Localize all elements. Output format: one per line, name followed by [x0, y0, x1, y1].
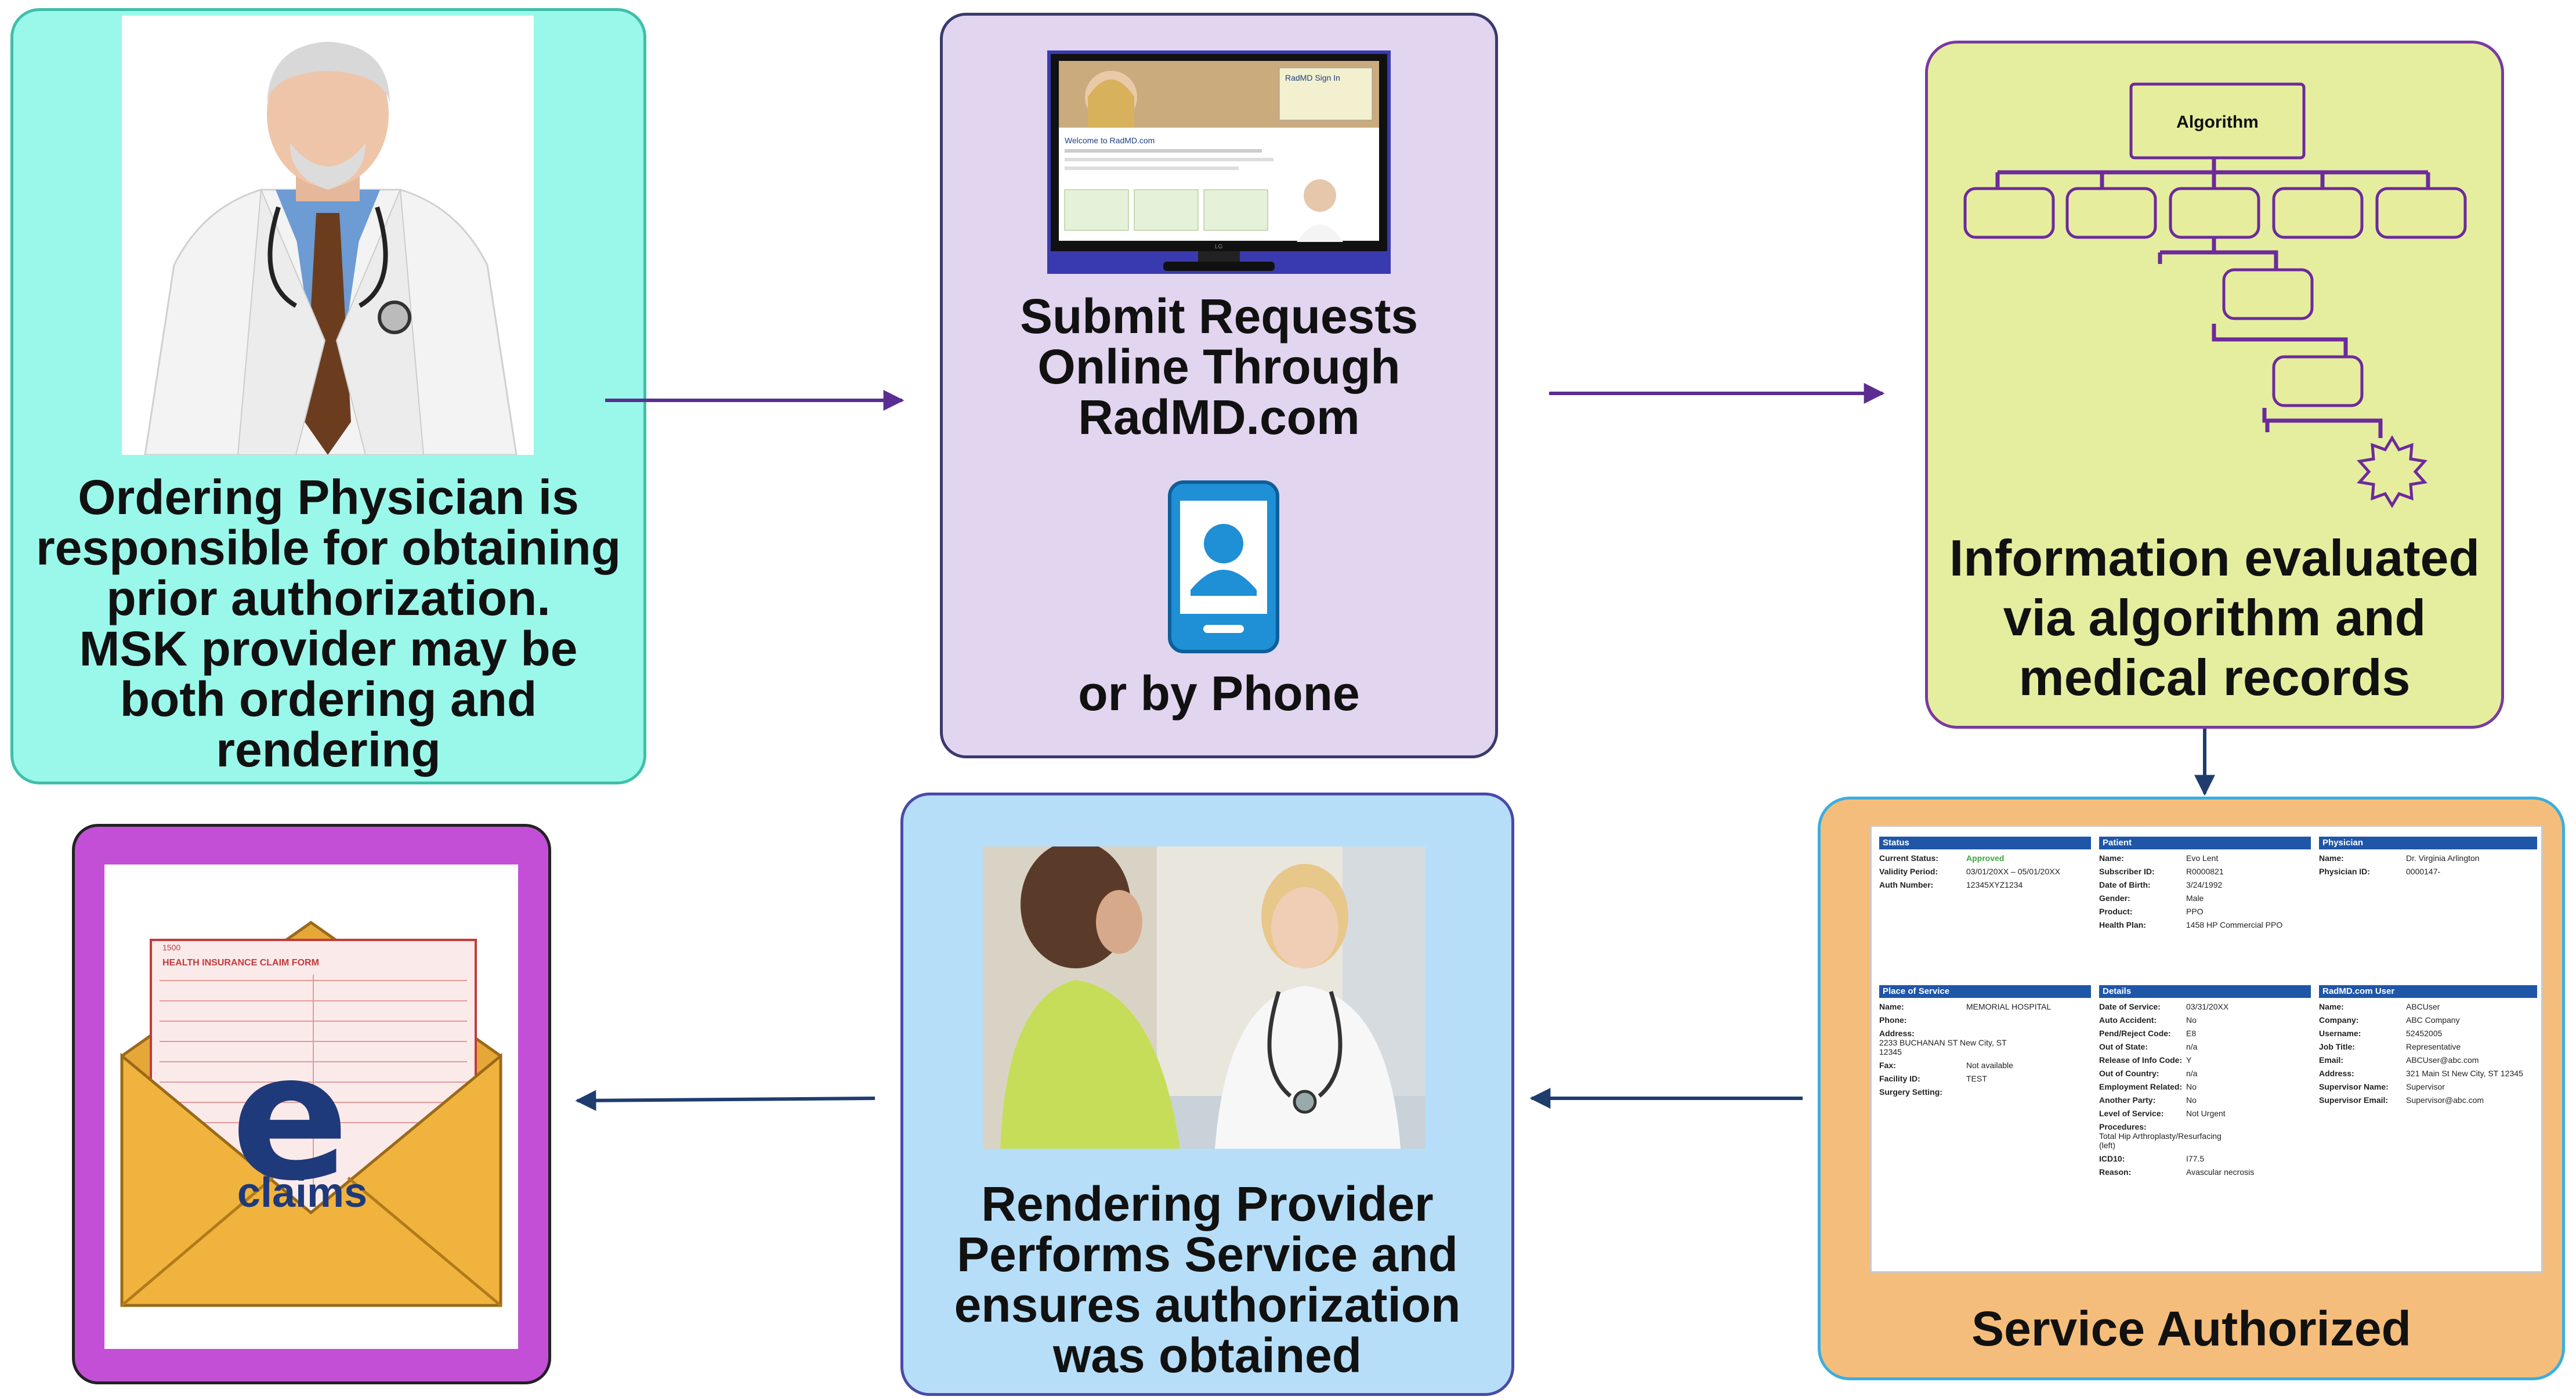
authorization-form: Status Current Status:Approved Validity … [1870, 825, 2543, 1273]
algorithm-evaluation-box: Algorithm Information evaluated via algo… [1925, 41, 2504, 729]
claim-form-title: HEALTH INSURANCE CLAIM FORM [162, 958, 319, 968]
ordering-physician-box: Ordering Physician is responsible for ob… [10, 8, 646, 784]
radmd-user-section: RadMD.com User Name:ABCUser Company:ABC … [2319, 985, 2537, 1105]
algorithm-label: Algorithm [2176, 113, 2259, 132]
arrow-rendering-to-claims [575, 1090, 875, 1111]
consultation-photo [983, 846, 1426, 1149]
algorithm-tree: Algorithm [1928, 44, 2502, 537]
details-section: Details Date of Service:03/31/20XX Auto … [2099, 985, 2311, 1177]
patient-section: Patient Name:Evo Lent Subscriber ID:R000… [2099, 837, 2311, 929]
ordering-physician-text: Ordering Physician is responsible for ob… [35, 470, 621, 777]
physician-section: Physician Name:Dr. Virginia Arlington Ph… [2319, 837, 2537, 876]
submit-requests-box: RadMD Sign In Welcome to RadMD.com LG Su… [940, 13, 1498, 758]
phone-text: or by Phone [1078, 666, 1360, 721]
submit-requests-text: Submit Requests Online Through RadMD.com [1019, 289, 1419, 444]
claims-word: claims [237, 1170, 367, 1216]
physician-photo [122, 16, 534, 455]
e-letter: e [231, 1016, 349, 1219]
status-section: Status Current Status:Approved Validity … [1879, 837, 2091, 889]
service-authorized-title: Service Authorized [1971, 1301, 2411, 1356]
lg-brand-label: LG [1215, 244, 1223, 250]
rendering-provider-box: Rendering Provider Performs Service and … [900, 793, 1514, 1396]
eclaims-box: 1500 HEALTH INSURANCE CLAIM FORM e claim… [72, 824, 551, 1384]
algorithm-evaluation-text: Information evaluated via algorithm and … [1949, 529, 2480, 706]
phone-icon [1167, 480, 1280, 654]
rendering-provider-text: Rendering Provider Performs Service and … [954, 1177, 1461, 1383]
welcome-label: Welcome to RadMD.com [1065, 136, 1155, 145]
monitor-image: RadMD Sign In Welcome to RadMD.com LG [1047, 50, 1391, 274]
place-of-service-section: Place of Service Name:MEMORIAL HOSPITAL … [1879, 985, 2091, 1097]
claim-form-code: 1500 [162, 943, 180, 952]
eclaims-image: 1500 HEALTH INSURANCE CLAIM FORM e claim… [104, 864, 518, 1349]
radmd-signin-label: RadMD Sign In [1285, 73, 1340, 82]
